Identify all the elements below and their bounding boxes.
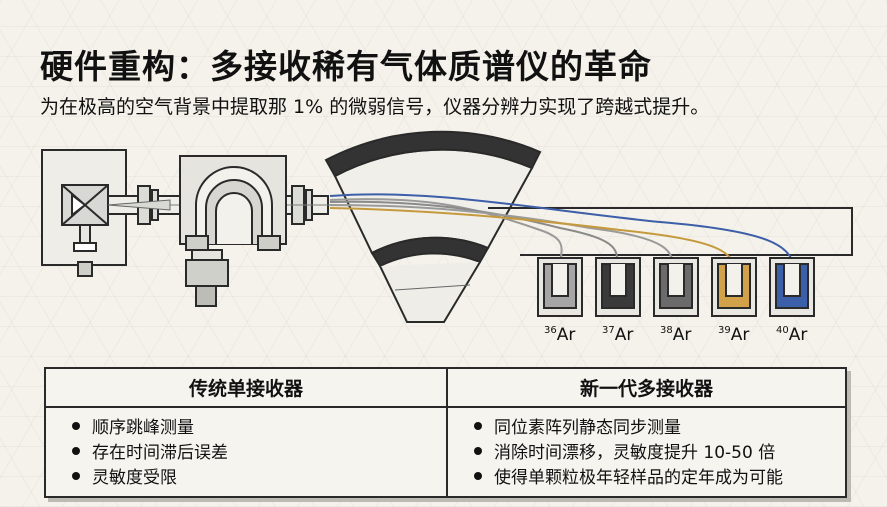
list-item: 灵敏度受限 (72, 466, 446, 491)
bullet-icon (474, 447, 482, 455)
comparison-table: 传统单接收器 顺序跳峰测量 存在时间滞后误差 灵敏度受限 新一代多接收器 同位素… (44, 367, 847, 498)
list-item: 使得单颗粒极年轻样品的定年成为可能 (474, 466, 845, 491)
traditional-column: 传统单接收器 顺序跳峰测量 存在时间滞后误差 灵敏度受限 (46, 369, 448, 496)
new-generation-list: 同位素阵列静态同步测量 消除时间漂移，灵敏度提升 10-50 倍 使得单颗粒极年… (448, 408, 845, 491)
bullet-icon (474, 472, 482, 480)
new-generation-column: 新一代多接收器 同位素阵列静态同步测量 消除时间漂移，灵敏度提升 10-50 倍… (448, 369, 845, 496)
bullet-icon (72, 422, 80, 430)
detector-cup-39 (711, 257, 757, 317)
isotope-label-36: 36Ar (544, 325, 575, 345)
electrostatic-analyzer (179, 155, 287, 307)
list-item: 消除时间漂移，灵敏度提升 10-50 倍 (474, 441, 845, 466)
list-item: 存在时间滞后误差 (72, 441, 446, 466)
ion-beams (329, 193, 796, 275)
traditional-list: 顺序跳峰测量 存在时间滞后误差 灵敏度受限 (46, 408, 446, 491)
detector-cup-36 (537, 257, 583, 317)
collector-housing (488, 207, 853, 256)
detector-cup-37 (595, 257, 641, 317)
isotope-label-38: 38Ar (660, 325, 691, 345)
bullet-icon (72, 447, 80, 455)
list-item: 同位素阵列静态同步测量 (474, 416, 845, 441)
page-title: 硬件重构：多接收稀有气体质谱仪的革命 (40, 47, 652, 86)
bullet-icon (474, 422, 482, 430)
detector-cup-40 (769, 257, 815, 317)
new-generation-heading: 新一代多接收器 (448, 369, 845, 408)
detector-array (537, 257, 815, 317)
page-subtitle: 为在极高的空气背景中提取那 1% 的微弱信号，仪器分辨力实现了跨越式提升。 (40, 96, 710, 118)
isotope-label-37: 37Ar (602, 325, 633, 345)
traditional-heading: 传统单接收器 (46, 369, 446, 408)
isotope-labels: 36Ar 37Ar 38Ar 39Ar 40Ar (544, 325, 807, 345)
list-item: 顺序跳峰测量 (72, 416, 446, 441)
isotope-label-39: 39Ar (718, 325, 749, 345)
bullet-icon (72, 472, 80, 480)
magnet-sector (324, 130, 542, 323)
detector-cup-38 (653, 257, 699, 317)
isotope-label-40: 40Ar (776, 325, 807, 345)
